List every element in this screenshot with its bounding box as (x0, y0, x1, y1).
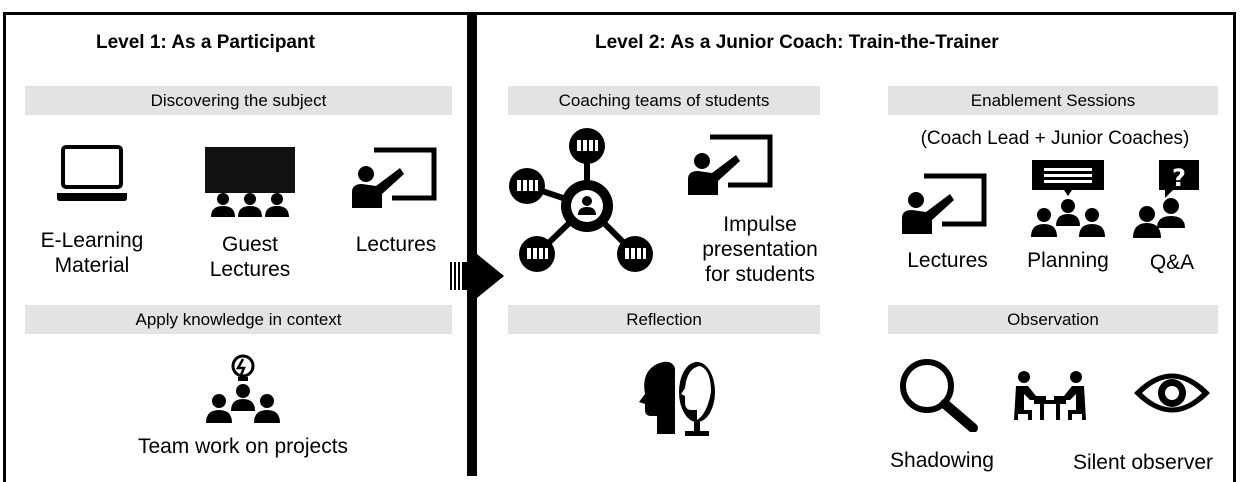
svg-text:?: ? (1172, 164, 1186, 192)
magnifier-icon (897, 356, 979, 432)
guest-lecture-icon (205, 147, 295, 217)
question-answer-icon: ? (1133, 160, 1205, 238)
level-divider (467, 12, 477, 476)
team-network-icon (505, 126, 665, 276)
enablement-lectures-label: Lectures (907, 249, 988, 272)
enablement-subtitle: (Coach Lead + Junior Coaches) (920, 128, 1190, 149)
reflection-bar: Reflection (508, 305, 820, 334)
teamwork-label: Team work on projects (137, 435, 349, 458)
apply-knowledge-bar: Apply knowledge in context (25, 305, 452, 334)
enablement-bar: Enablement Sessions (888, 86, 1218, 115)
shadowing-label: Shadowing (890, 449, 994, 472)
enablement-lecture-icon (902, 172, 988, 236)
coaching-bar: Coaching teams of students (508, 86, 820, 115)
level1-title: Level 1: As a Participant (96, 32, 315, 53)
silent-observer-label: Silent observer (1072, 451, 1214, 474)
qa-label: Q&A (1149, 251, 1195, 274)
diagram-frame (3, 12, 1236, 482)
lectures-label: Lectures (355, 233, 437, 256)
lecture-board-icon (352, 146, 438, 210)
laptop-icon (55, 145, 129, 203)
eye-icon (1132, 368, 1212, 418)
observation-bar: Observation (888, 305, 1218, 334)
planning-label: Planning (1027, 249, 1109, 272)
discovering-bar: Discovering the subject (25, 86, 452, 115)
level2-title: Level 2: As a Junior Coach: Train-the-Tr… (595, 32, 999, 53)
planning-meeting-icon (1030, 160, 1106, 238)
teamwork-icon (205, 353, 281, 425)
mirror-reflection-icon (617, 358, 721, 438)
arrow-right-icon (450, 250, 506, 302)
meeting-table-icon (1010, 370, 1090, 422)
presentation-board-icon (688, 133, 774, 197)
